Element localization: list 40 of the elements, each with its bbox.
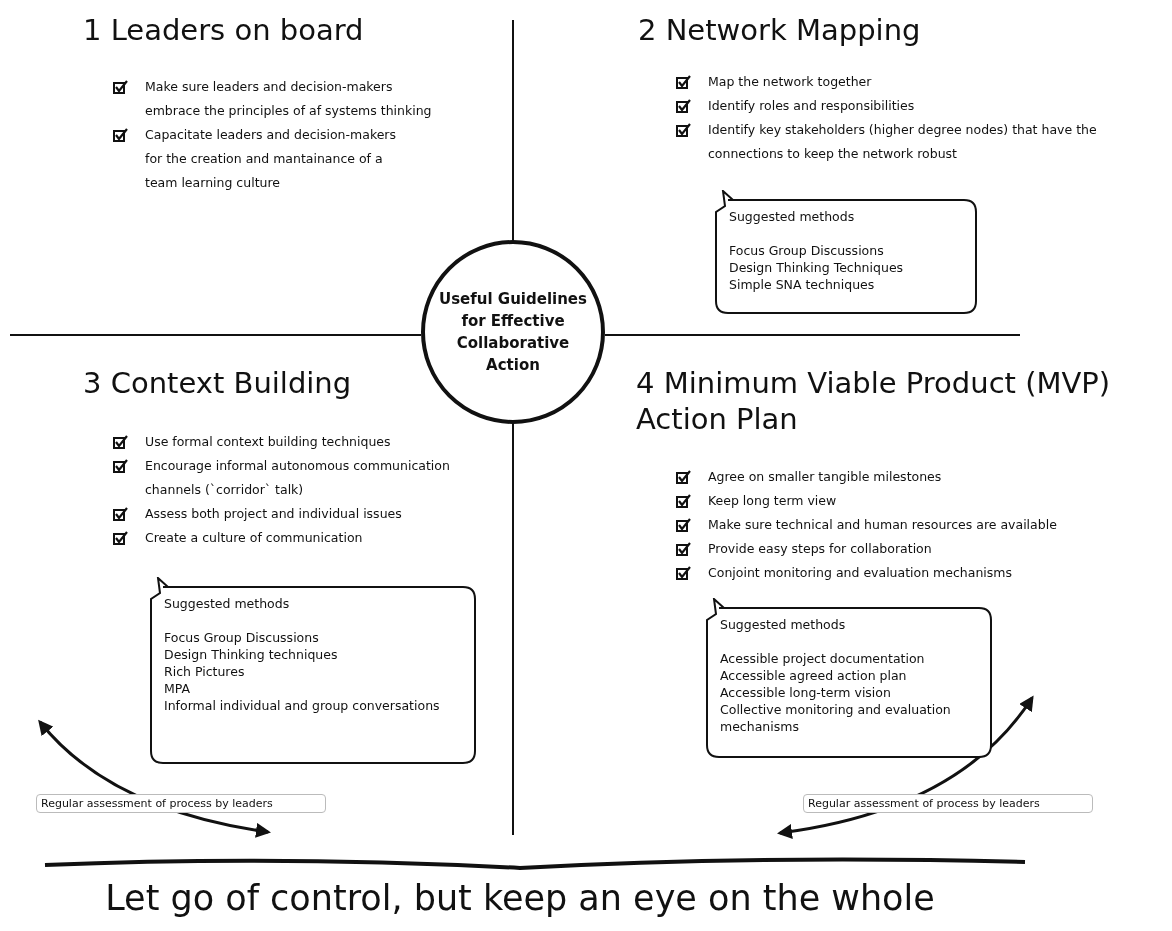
checklist-item: Capacitate leaders and decision-makers for the creation and mantainance of a team learning culture xyxy=(145,126,398,192)
speech-bubble xyxy=(706,598,992,758)
section-heading: 1 Leaders on board xyxy=(83,12,365,48)
checklist-item: Identify key stakeholders (higher degree nodes) that have the connections to keep the network robust xyxy=(708,121,1098,163)
method-item: MPA xyxy=(164,680,192,697)
callout-heading: Suggested methods xyxy=(164,595,291,612)
method-item: Accessible agreed action plan xyxy=(720,667,908,684)
checklist-item: Encourage informal autonomous communication channels (`corridor` talk) xyxy=(145,457,451,499)
checklist-item: Use formal context building techniques xyxy=(145,433,392,451)
section-heading: 3 Context Building xyxy=(83,365,353,401)
caption: Let go of control, but keep an eye on the whole xyxy=(104,877,936,920)
method-item: Design Thinking techniques xyxy=(164,646,339,663)
checklist-item: Conjoint monitoring and evaluation mechanisms xyxy=(708,564,1014,582)
checklist-item: Keep long term view xyxy=(708,492,838,510)
guideline-circle: Useful Guidelines for Effective Collaborative Action xyxy=(421,240,605,424)
caption-tag: Regular assessment of process by leaders xyxy=(803,794,1093,813)
callout-heading: Suggested methods xyxy=(720,616,847,633)
checklist-item: Make sure leaders and decision-makers embrace the principles of af systems thinking xyxy=(145,78,433,120)
caption-tag: Regular assessment of process by leaders xyxy=(36,794,326,813)
callout-heading: Suggested methods xyxy=(729,208,856,225)
checklist-item: Agree on smaller tangible milestones xyxy=(708,468,943,486)
method-item: Informal individual and group conversations xyxy=(164,697,441,714)
speech-bubble xyxy=(150,577,476,764)
checklist-item: Map the network together xyxy=(708,73,873,91)
checklist-item: Assess both project and individual issues xyxy=(145,505,403,523)
checklist-item: Provide easy steps for collaboration xyxy=(708,540,933,558)
checklist-item: Identify roles and responsibilities xyxy=(708,97,916,115)
speech-bubble xyxy=(715,190,977,314)
section-heading: 4 Minimum Viable Product (MVP) Action Plan xyxy=(636,365,1112,437)
checklist-item: Create a culture of communication xyxy=(145,529,364,547)
section-heading: 2 Network Mapping xyxy=(638,12,922,48)
method-item: Design Thinking Techniques xyxy=(729,259,905,276)
method-item: Simple SNA techniques xyxy=(729,276,876,293)
method-item: Accessible long-term vision xyxy=(720,684,892,701)
method-item: Collective monitoring and evaluation mechanisms xyxy=(720,701,952,735)
method-item: Rich Pictures xyxy=(164,663,246,680)
checklist-item: Make sure technical and human resources are available xyxy=(708,516,1058,534)
method-item: Acessible project documentation xyxy=(720,650,926,667)
method-item: Focus Group Discussions xyxy=(729,242,885,259)
method-item: Focus Group Discussions xyxy=(164,629,320,646)
